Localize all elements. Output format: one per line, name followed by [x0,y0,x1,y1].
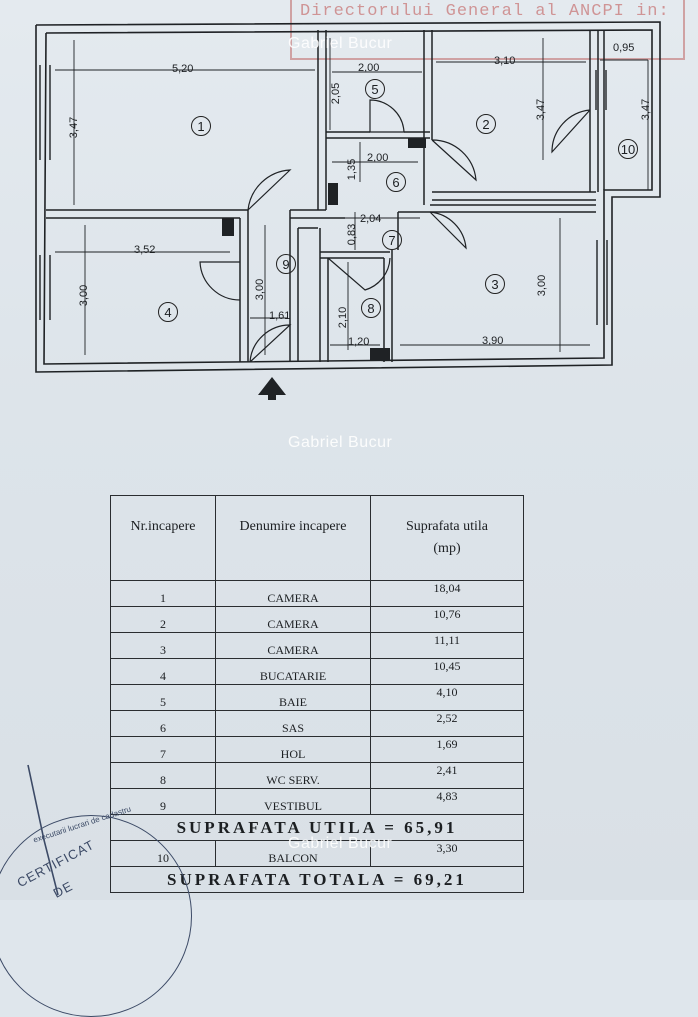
dim-label: 2,10 [337,306,350,329]
dim-label: 2,00 [367,152,389,164]
header-name: Denumire incapere [215,495,371,581]
room-number: 7 [382,230,402,250]
watermark-text: Gabriel Bucur [288,434,393,451]
dim-label: 3,47 [640,98,653,121]
room-number: 2 [476,114,496,134]
room-number: 4 [158,302,178,322]
room-number: 5 [365,79,385,99]
dim-label: 1,35 [346,158,359,181]
floor-plan [35,21,661,400]
interior-walls [46,30,605,362]
dim-label: 3,00 [536,274,549,297]
dim-label: 3,00 [78,284,91,307]
room-number: 10 [618,139,638,159]
room-number: 1 [191,116,211,136]
dim-label: 0,83 [346,223,359,246]
room-number: 3 [485,274,505,294]
room-number: 8 [361,298,381,318]
dim-label: 1,61 [269,310,291,322]
dim-label: 3,90 [482,335,504,347]
dim-label: 1,20 [348,336,370,348]
stamp-header-text: Directorului General al ANCPI in: [300,2,670,21]
dim-label: 3,52 [134,244,156,256]
room-number: 6 [386,172,406,192]
watermark-text: Gabriel Bucur [288,35,393,52]
registration-stamp: Directorului General al ANCPI in: [290,0,685,60]
signature-line [27,764,59,896]
dim-label: 5,20 [172,63,194,75]
entrance-arrow-icon [258,377,286,400]
watermark-text: Gabriel Bucur [288,835,393,852]
header-area: Suprafata utila (mp) [370,495,524,581]
dim-label: 3,00 [254,278,267,301]
dim-label: 2,00 [358,62,380,74]
table-header-row: Nr.incapere Denumire incapere Suprafata … [110,495,524,581]
vent-ducts [222,138,426,360]
dimension-lines [55,38,649,355]
dim-label: 3,47 [535,98,548,121]
header-nr: Nr.incapere [110,495,216,581]
room-number: 9 [276,254,296,274]
windows [39,65,608,325]
dim-label: 3,10 [494,55,516,67]
dim-label: 2,05 [330,82,343,105]
dim-label: 0,95 [613,42,635,54]
dim-label: 3,47 [68,116,81,139]
dim-label: 2,04 [360,213,382,225]
room-area-table: Nr.incapere Denumire incapere Suprafata … [110,495,524,893]
